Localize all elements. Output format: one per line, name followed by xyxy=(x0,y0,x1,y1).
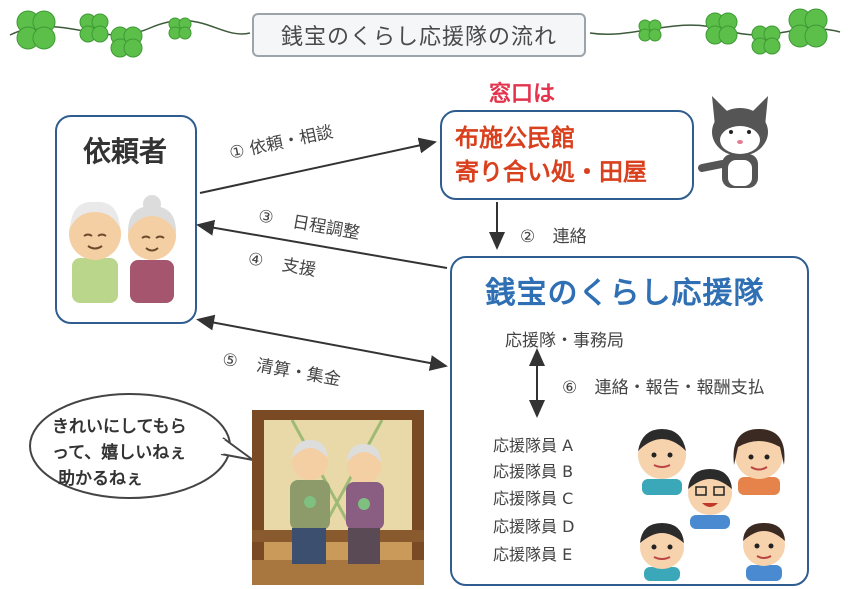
flow-num-5: ⑤ xyxy=(220,349,240,373)
speech-line-3: 助かるねぇ xyxy=(58,469,143,489)
diagram-title: 銭宝のくらし応援隊の流れ xyxy=(252,13,586,57)
pointing-cat-illustration xyxy=(698,96,768,188)
arrow-request xyxy=(199,137,437,194)
arrow-settlement xyxy=(196,314,448,371)
elderly-on-bench-illustration xyxy=(252,410,424,585)
speech-line-2: って、嬉しいねぇ xyxy=(52,443,187,463)
flow-num-6: ⑥ xyxy=(562,378,578,398)
arrow-schedule xyxy=(196,219,448,269)
flow-text-2: 連絡 xyxy=(552,227,587,247)
window-line-1: 布施公民館 xyxy=(455,124,575,152)
clover-vine-right-decoration xyxy=(589,8,841,55)
flow-num-2: ② xyxy=(520,227,536,247)
team-member-e: 応援隊員 E xyxy=(493,545,573,564)
window-label: 窓口は xyxy=(488,82,555,107)
clover-vine-left-decoration xyxy=(9,10,251,58)
requester-title: 依頼者 xyxy=(82,135,167,168)
flow-text-6: 連絡・報告・報酬支払 xyxy=(594,378,765,398)
team-office-label: 応援隊・事務局 xyxy=(505,331,624,351)
flow-num-4: ④ xyxy=(246,249,265,272)
window-line-2: 寄り合い処・田屋 xyxy=(455,158,647,186)
elderly-couple-illustration xyxy=(69,195,176,303)
window-box xyxy=(440,110,694,200)
flow-num-1: ① xyxy=(227,140,247,164)
flow-label-6: ⑥ 連絡・報告・報酬支払 xyxy=(562,373,765,398)
support-team-title: 銭宝のくらし応援隊 xyxy=(485,276,765,311)
team-members-illustration xyxy=(638,429,785,581)
speech-bubble xyxy=(29,393,254,499)
team-member-b: 応援隊員 B xyxy=(493,462,574,481)
team-member-d: 応援隊員 D xyxy=(493,517,575,536)
flow-label-2: ② 連絡 xyxy=(520,222,587,247)
team-member-a: 応援隊員 A xyxy=(493,436,574,455)
team-member-c: 応援隊員 C xyxy=(493,489,574,508)
flow-num-3: ③ xyxy=(256,206,276,229)
speech-line-1: きれいにしてもら xyxy=(52,417,187,437)
